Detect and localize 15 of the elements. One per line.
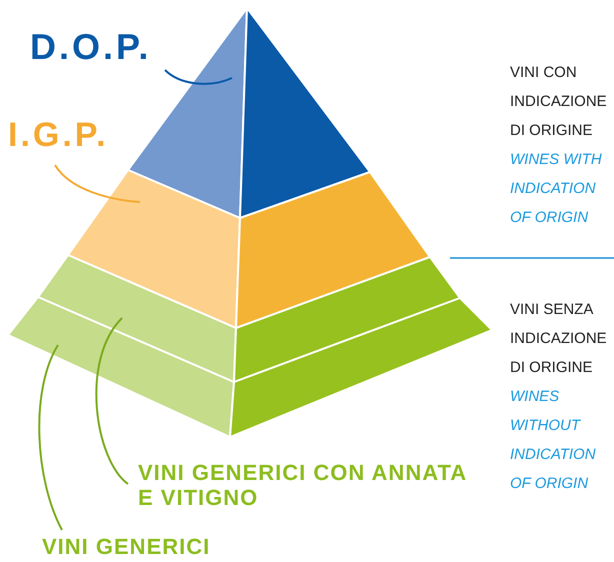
leader-line: [164, 69, 232, 85]
tier-label: VINI GENERICI CON ANNATA E VITIGNO: [138, 460, 478, 511]
pyramid-layer: [7, 296, 493, 438]
tier-label: I.G.P.: [8, 116, 109, 156]
category-label: VINI SENZA INDICAZIONE DI ORIGINE: [510, 300, 608, 378]
category-label: VINI CON INDICAZIONE DI ORIGINE: [510, 63, 608, 141]
translation-label: WINES WITHOUT INDICATION OF ORIGIN: [510, 387, 597, 494]
leader-line: [54, 164, 140, 203]
leader-line: [95, 317, 129, 485]
leader-line: [38, 344, 63, 530]
pyramid-layer: [67, 169, 431, 329]
pyramid-layer: [37, 254, 461, 383]
translation-label: WINES WITH INDICATION OF ORIGIN: [510, 150, 603, 228]
tier-label: D.O.P.: [30, 26, 152, 68]
tier-label: VINI GENERICI: [42, 534, 210, 560]
